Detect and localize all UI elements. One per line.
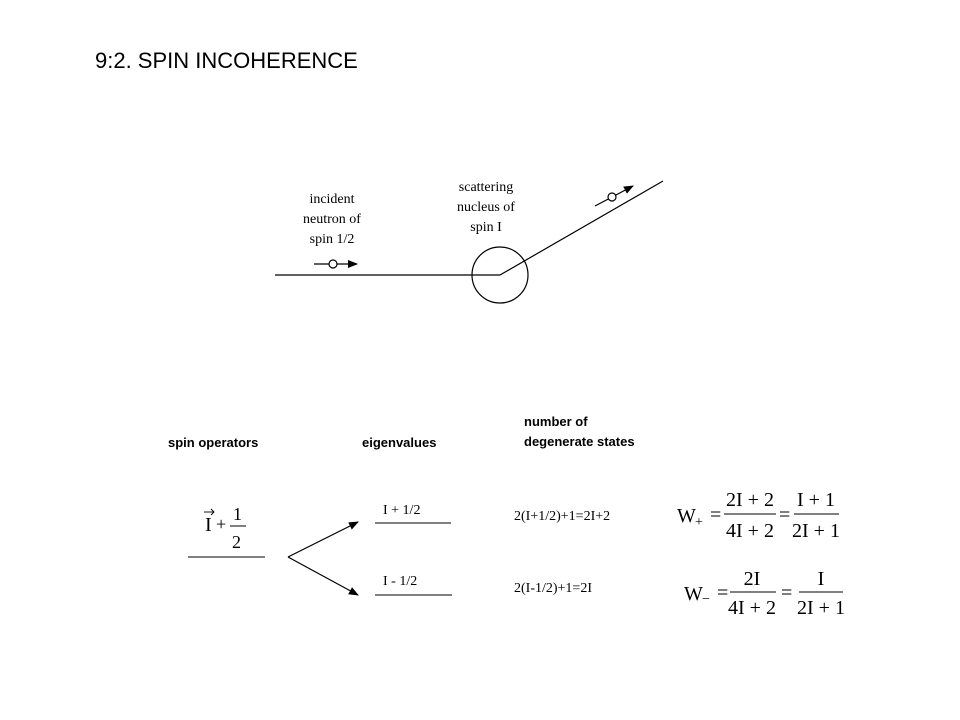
eigenvalue-lower: I - 1/2 [383, 574, 418, 589]
scattering-nucleus-label: scattering nucleus of spin I [436, 178, 536, 238]
header-spin-operators: spin operators [168, 435, 259, 450]
weight-minus-equals-2: = [781, 582, 792, 604]
weight-plus-symbol: W [677, 505, 696, 527]
page-title: 9:2. SPIN INCOHERENCE [95, 48, 358, 73]
header-eigenvalues: eigenvalues [362, 435, 437, 450]
weight-minus-equals-1: = [717, 582, 728, 604]
weight-plus-equals-1: = [710, 504, 721, 526]
weight-plus-frac1-den: 4I + 2 [726, 520, 774, 542]
scattering-label-line-2: nucleus of [457, 200, 515, 215]
scattered-beam-line [499, 180, 664, 276]
header-degenerate-line-1: number of [524, 414, 588, 429]
weight-minus-expression: W − = 2I 4I + 2 = I 2I + 1 [684, 568, 845, 619]
weight-minus-frac2-num: I [818, 568, 825, 590]
incident-neutron-spin-arrow [314, 259, 358, 269]
degeneracy-upper: 2(I+1/2)+1=2I+2 [514, 509, 611, 524]
operator-symbol: I [205, 514, 212, 536]
scattering-label-line-3: spin I [470, 220, 502, 235]
operator-numerator: 1 [233, 504, 242, 524]
weight-plus-frac1-num: 2I + 2 [726, 489, 774, 511]
weight-plus-frac2-num: I + 1 [797, 489, 835, 511]
weight-minus-frac1-num: 2I [744, 568, 761, 590]
nucleus-circle [471, 246, 529, 304]
incident-neutron-label: incident neutron of spin 1/2 [282, 190, 382, 250]
operator-plus: + [216, 514, 226, 534]
weight-plus-subscript: + [695, 515, 703, 530]
incident-label-line-2: neutron of [303, 212, 361, 227]
eigenvalue-upper: I + 1/2 [383, 503, 421, 518]
scattering-label-line-1: scattering [458, 180, 514, 195]
degeneracy-lower: 2(I-1/2)+1=2I [514, 581, 592, 596]
branch-arrow-lower [287, 556, 359, 596]
weight-plus-frac2-den: 2I + 1 [792, 520, 840, 542]
weight-plus-expression: W + = 2I + 2 4I + 2 = I + 1 2I + 1 [677, 489, 840, 542]
weight-plus-equals-2: = [779, 504, 790, 526]
weight-minus-subscript: − [702, 592, 710, 607]
header-degenerate-states: number of degenerate states [524, 412, 635, 452]
incident-label-line-1: incident [309, 192, 355, 207]
weight-minus-frac2-den: 2I + 1 [797, 597, 845, 619]
incident-label-line-3: spin 1/2 [309, 232, 355, 247]
spin-operator-expression: I + 1 2 [204, 504, 246, 552]
branch-arrow-upper [287, 521, 359, 558]
weight-minus-symbol: W [684, 583, 703, 605]
weight-minus-frac1-den: 4I + 2 [728, 597, 776, 619]
operator-denominator: 2 [232, 532, 241, 552]
scattered-neutron-spin-arrow [594, 185, 634, 207]
header-degenerate-line-2: degenerate states [524, 434, 635, 449]
